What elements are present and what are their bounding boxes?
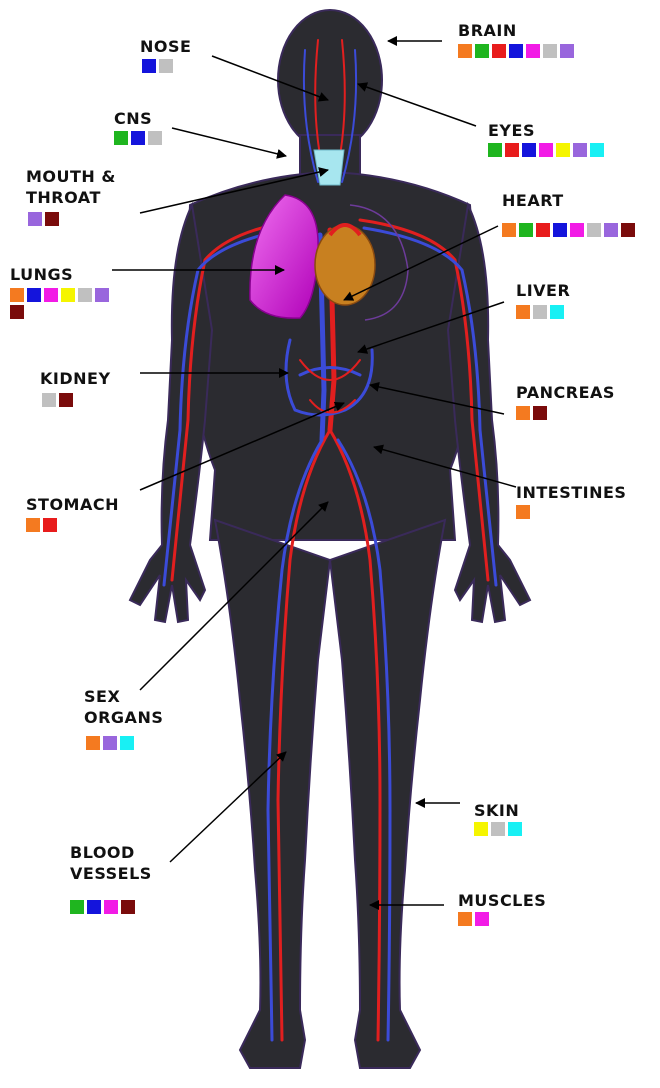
swatch-row-heart — [502, 223, 660, 237]
swatch-magenta — [539, 143, 553, 157]
label-cns: CNS — [114, 108, 152, 129]
swatch-cyan — [590, 143, 604, 157]
swatch-maroon — [121, 900, 135, 914]
swatch-red — [43, 518, 57, 532]
swatch-magenta — [570, 223, 584, 237]
swatch-row-sex-organs — [86, 736, 166, 750]
swatch-purple — [604, 223, 618, 237]
swatch-gray — [159, 59, 173, 73]
swatch-cyan — [550, 305, 564, 319]
swatch-gray — [587, 223, 601, 237]
swatch-orange — [502, 223, 516, 237]
swatch-row-kidney — [42, 393, 102, 407]
swatch-blue — [553, 223, 567, 237]
swatch-maroon — [59, 393, 73, 407]
swatch-row-stomach — [26, 518, 86, 532]
swatch-row-pancreas — [516, 406, 576, 420]
swatch-green — [519, 223, 533, 237]
swatch-orange — [26, 518, 40, 532]
swatch-row-cns — [114, 131, 184, 145]
swatch-maroon — [621, 223, 635, 237]
swatch-green — [475, 44, 489, 58]
swatch-row-nose — [142, 59, 202, 73]
label-kidney: KIDNEY — [40, 368, 111, 389]
swatch-purple — [28, 212, 42, 226]
label-brain: BRAIN — [458, 20, 517, 41]
swatch-red — [492, 44, 506, 58]
swatch-purple — [560, 44, 574, 58]
label-heart: HEART — [502, 190, 564, 211]
label-pancreas: PANCREAS — [516, 382, 615, 403]
swatch-magenta — [104, 900, 118, 914]
swatch-yellow — [556, 143, 570, 157]
swatch-purple — [95, 288, 109, 302]
swatch-gray — [533, 305, 547, 319]
heart-organ — [315, 225, 375, 305]
swatch-green — [70, 900, 84, 914]
swatch-blue — [27, 288, 41, 302]
swatch-magenta — [526, 44, 540, 58]
arrow-cns — [172, 128, 286, 156]
swatch-blue — [131, 131, 145, 145]
swatch-magenta — [475, 912, 489, 926]
swatch-maroon — [45, 212, 59, 226]
swatch-green — [114, 131, 128, 145]
swatch-yellow — [474, 822, 488, 836]
label-mouth-throat: MOUTH & THROAT — [26, 166, 116, 208]
label-muscles: MUSCLES — [458, 890, 546, 911]
label-blood-vessels: BLOOD VESSELS — [70, 842, 152, 884]
swatch-orange — [458, 912, 472, 926]
swatch-row-muscles — [458, 912, 518, 926]
label-stomach: STOMACH — [26, 494, 119, 515]
swatch-orange — [86, 736, 100, 750]
swatch-maroon — [533, 406, 547, 420]
swatch-gray — [78, 288, 92, 302]
swatch-row-intestines — [516, 505, 546, 519]
swatch-row-lungs — [10, 288, 110, 319]
swatch-red — [505, 143, 519, 157]
swatch-row-blood-vessels — [70, 900, 170, 914]
label-sex-organs: SEX ORGANS — [84, 686, 163, 728]
label-eyes: EYES — [488, 120, 535, 141]
label-intestines: INTESTINES — [516, 482, 626, 503]
swatch-blue — [142, 59, 156, 73]
swatch-purple — [103, 736, 117, 750]
label-nose: NOSE — [140, 36, 191, 57]
swatch-yellow — [61, 288, 75, 302]
swatch-orange — [458, 44, 472, 58]
swatch-cyan — [120, 736, 134, 750]
swatch-cyan — [508, 822, 522, 836]
swatch-purple — [573, 143, 587, 157]
swatch-orange — [10, 288, 24, 302]
swatch-gray — [148, 131, 162, 145]
swatch-green — [488, 143, 502, 157]
swatch-row-brain — [458, 44, 608, 58]
swatch-maroon — [10, 305, 24, 319]
swatch-blue — [509, 44, 523, 58]
swatch-blue — [522, 143, 536, 157]
swatch-orange — [516, 406, 530, 420]
swatch-gray — [42, 393, 56, 407]
swatch-gray — [543, 44, 557, 58]
label-liver: LIVER — [516, 280, 570, 301]
label-lungs: LUNGS — [10, 264, 73, 285]
swatch-row-eyes — [488, 143, 648, 157]
swatch-red — [536, 223, 550, 237]
swatch-orange — [516, 305, 530, 319]
swatch-gray — [491, 822, 505, 836]
swatch-blue — [87, 900, 101, 914]
swatch-row-mouth-throat — [28, 212, 88, 226]
swatch-row-liver — [516, 305, 596, 319]
label-skin: SKIN — [474, 800, 519, 821]
body-head — [278, 10, 382, 150]
swatch-row-skin — [474, 822, 554, 836]
swatch-magenta — [44, 288, 58, 302]
swatch-orange — [516, 505, 530, 519]
